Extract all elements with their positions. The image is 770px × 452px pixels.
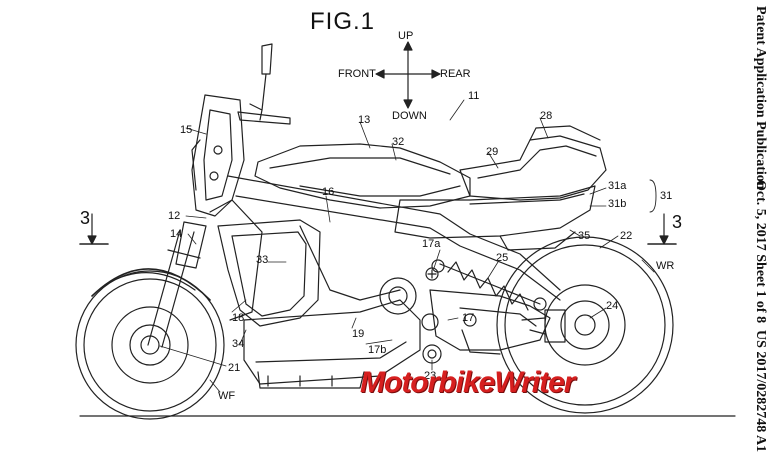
ref-label-wf: WF	[218, 390, 236, 402]
ref-label-21: 21	[228, 362, 241, 374]
battery-panel	[217, 219, 321, 327]
ref-label-17a: 17a	[422, 238, 441, 250]
direction-rear-label: REAR	[440, 68, 471, 80]
front-wheel	[75, 268, 225, 420]
ref-label-28: 28	[540, 110, 553, 122]
ref-label-32: 32	[392, 136, 405, 148]
front-fork	[147, 221, 207, 348]
ref-label-35: 35	[578, 230, 591, 242]
watermark-logo: MotorbikeWriter	[360, 366, 575, 399]
ref-label-31: 31	[660, 190, 673, 202]
section-mark-right: 3	[672, 212, 683, 232]
ref-label-31a: 31a	[608, 180, 627, 192]
motorcycle-drawing	[75, 41, 736, 420]
publication-label: Patent Application Publication	[753, 6, 768, 190]
ref-label-33: 33	[256, 254, 269, 266]
ref-label-15: 15	[180, 124, 193, 136]
direction-arrows	[375, 41, 441, 109]
swingarm	[429, 289, 551, 355]
ref-label-12: 12	[168, 210, 181, 222]
direction-up-label: UP	[398, 30, 414, 42]
ref-label-wr: WR	[656, 260, 675, 272]
main-frame	[209, 175, 561, 321]
ref-label-24: 24	[606, 300, 619, 312]
patent-figure: FIG.1 UP DOWN FRONT REAR	[75, 0, 770, 452]
drive-unit	[243, 277, 442, 389]
ref-label-31b: 31b	[608, 198, 627, 210]
section-mark-left: 3	[80, 208, 91, 228]
ref-label-23: 23	[424, 370, 437, 382]
ref-label-29: 29	[486, 146, 499, 158]
patent-header-strip: Patent Application Publication Oct. 5, 2…	[738, 0, 770, 452]
ref-label-18: 18	[232, 312, 245, 324]
ref-label-22: 22	[620, 230, 633, 242]
ref-label-17b: 17b	[368, 344, 387, 356]
front-cowl	[191, 94, 245, 217]
patent-number-label: US 2017/0282748 A1	[753, 330, 768, 452]
ref-label-16: 16	[322, 186, 335, 198]
figure-title: FIG.1	[310, 8, 376, 35]
ref-label-25: 25	[496, 252, 509, 264]
tank-cover	[254, 143, 471, 209]
direction-down-label: DOWN	[392, 110, 427, 122]
side-cover	[394, 185, 596, 251]
leader-lines	[159, 99, 655, 393]
ref-label-14: 14	[170, 228, 183, 240]
ref-label-34: 34	[232, 338, 245, 350]
bracket-31	[649, 179, 657, 213]
section-marks	[79, 213, 677, 245]
ref-label-13: 13	[358, 114, 371, 126]
date-sheet-label: Oct. 5, 2017 Sheet 1 of 8	[753, 180, 768, 324]
pivot	[425, 267, 439, 281]
mirror-handlebar	[237, 43, 291, 125]
direction-front-label: FRONT	[338, 68, 376, 80]
ref-label-19: 19	[352, 328, 365, 340]
ref-label-11: 11	[468, 90, 480, 102]
ref-label-17: 17	[462, 312, 475, 324]
